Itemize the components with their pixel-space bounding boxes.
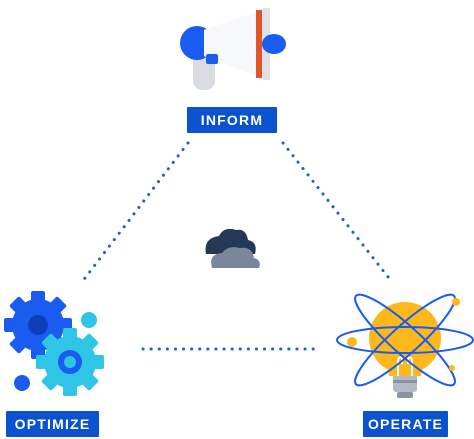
operate-label: OPERATE <box>363 411 448 437</box>
cloud-icon <box>205 228 260 268</box>
connectors <box>80 141 394 351</box>
optimize-label: OPTIMIZE <box>6 411 99 437</box>
connector-inform-optimize <box>80 141 190 284</box>
gears-icon <box>4 291 104 396</box>
atom-lightbulb-icon <box>336 293 474 398</box>
inform-label: INFORM <box>187 107 277 133</box>
megaphone-icon <box>180 8 286 90</box>
connector-inform-operate <box>281 141 394 284</box>
